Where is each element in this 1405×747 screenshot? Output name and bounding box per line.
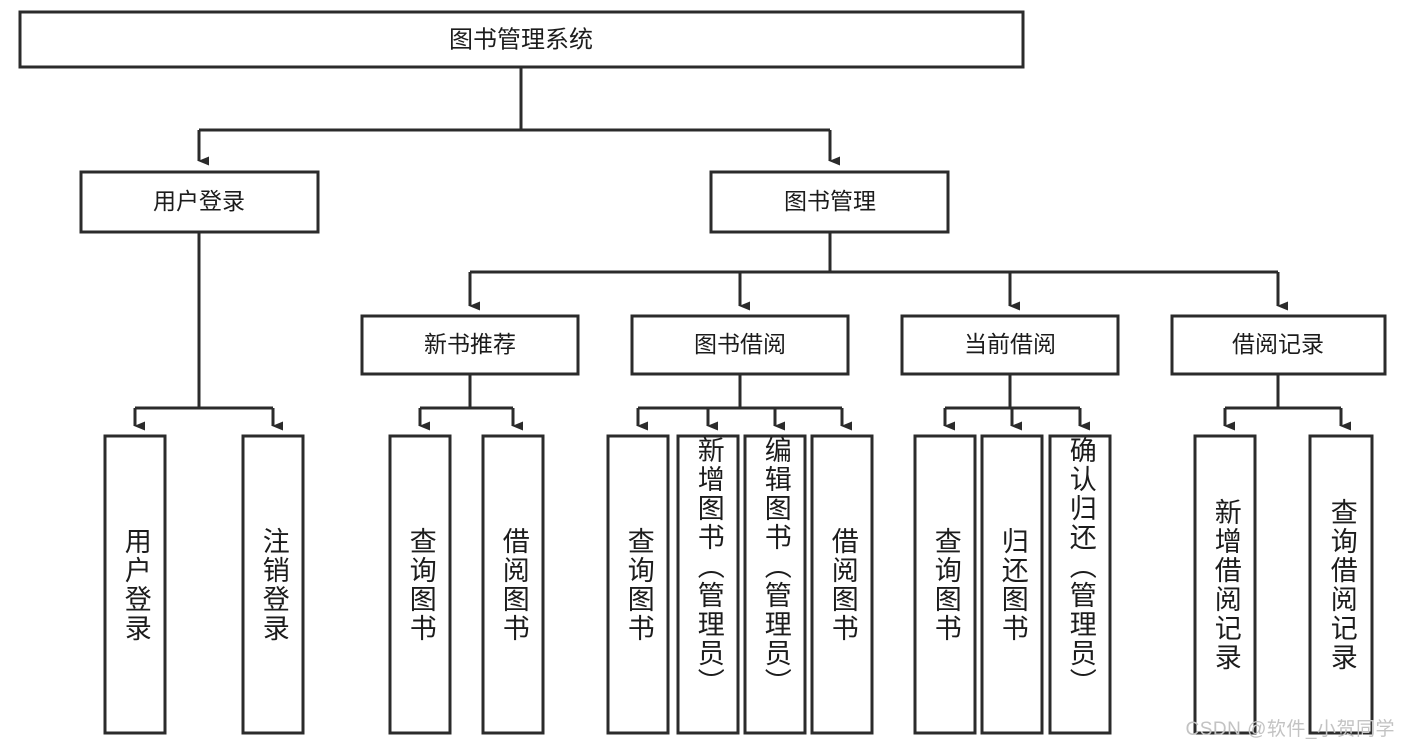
node-leaf-return-book-box[interactable] — [980, 434, 1044, 735]
node-current-borrow-label: 当前借阅 — [964, 331, 1056, 357]
node-user-login-box[interactable] — [79, 170, 320, 234]
node-book-borrow[interactable]: 图书借阅 — [630, 314, 850, 376]
node-leaf-query-book-2-box[interactable] — [606, 434, 670, 735]
node-root[interactable]: 图书管理系统 — [18, 10, 1025, 69]
connector-group-current-borrow-to-leaves — [943, 374, 1090, 431]
node-new-book-recommend[interactable]: 新书推荐 — [360, 314, 580, 376]
node-leaf-confirm-return-box[interactable] — [1048, 434, 1112, 735]
node-current-borrow-box[interactable] — [900, 314, 1120, 376]
node-leaf-borrow-book-2-box[interactable] — [810, 434, 874, 735]
connector-group-new-book-recommend-to-leaves — [418, 374, 523, 431]
node-book-manage-label: 图书管理 — [784, 188, 876, 214]
node-borrow-record[interactable]: 借阅记录 — [1170, 314, 1387, 376]
node-book-borrow-label: 图书借阅 — [694, 331, 786, 357]
node-root-label: 图书管理系统 — [449, 26, 593, 53]
node-leaf-add-book-box[interactable] — [676, 434, 740, 735]
node-leaf-query-record-box[interactable] — [1308, 434, 1374, 735]
node-leaf-query-book-1-box[interactable] — [388, 434, 452, 735]
node-leaf-borrow-book-1-box[interactable] — [481, 434, 545, 735]
node-borrow-record-label: 借阅记录 — [1232, 331, 1324, 357]
node-book-manage[interactable]: 图书管理 — [709, 170, 950, 234]
node-new-book-recommend-label: 新书推荐 — [424, 331, 516, 357]
connector-group-root-to-level2 — [197, 67, 840, 166]
connector-group-book-borrow-to-leaves — [636, 374, 852, 431]
leaf-boxes — [103, 434, 1374, 735]
node-current-borrow[interactable]: 当前借阅 — [900, 314, 1120, 376]
node-borrow-record-box[interactable] — [1170, 314, 1387, 376]
node-root-box[interactable] — [18, 10, 1025, 69]
connector-group-user-login-to-leaves — [133, 232, 283, 431]
node-leaf-user-login-box[interactable] — [103, 434, 167, 735]
connector-group-borrow-record-to-leaves — [1223, 374, 1351, 431]
node-leaf-query-book-3-box[interactable] — [913, 434, 977, 735]
node-leaf-edit-book-box[interactable] — [743, 434, 807, 735]
node-user-login[interactable]: 用户登录 — [79, 170, 320, 234]
node-leaf-add-record-box[interactable] — [1193, 434, 1257, 735]
connector-group-book-manage-to-level3 — [468, 232, 1288, 311]
node-book-manage-box[interactable] — [709, 170, 950, 234]
node-book-borrow-box[interactable] — [630, 314, 850, 376]
node-new-book-recommend-box[interactable] — [360, 314, 580, 376]
node-leaf-logout-box[interactable] — [241, 434, 305, 735]
csdn-watermark: CSDN @软件_小贺同学 — [1185, 719, 1395, 740]
node-user-login-label: 用户登录 — [153, 188, 245, 214]
